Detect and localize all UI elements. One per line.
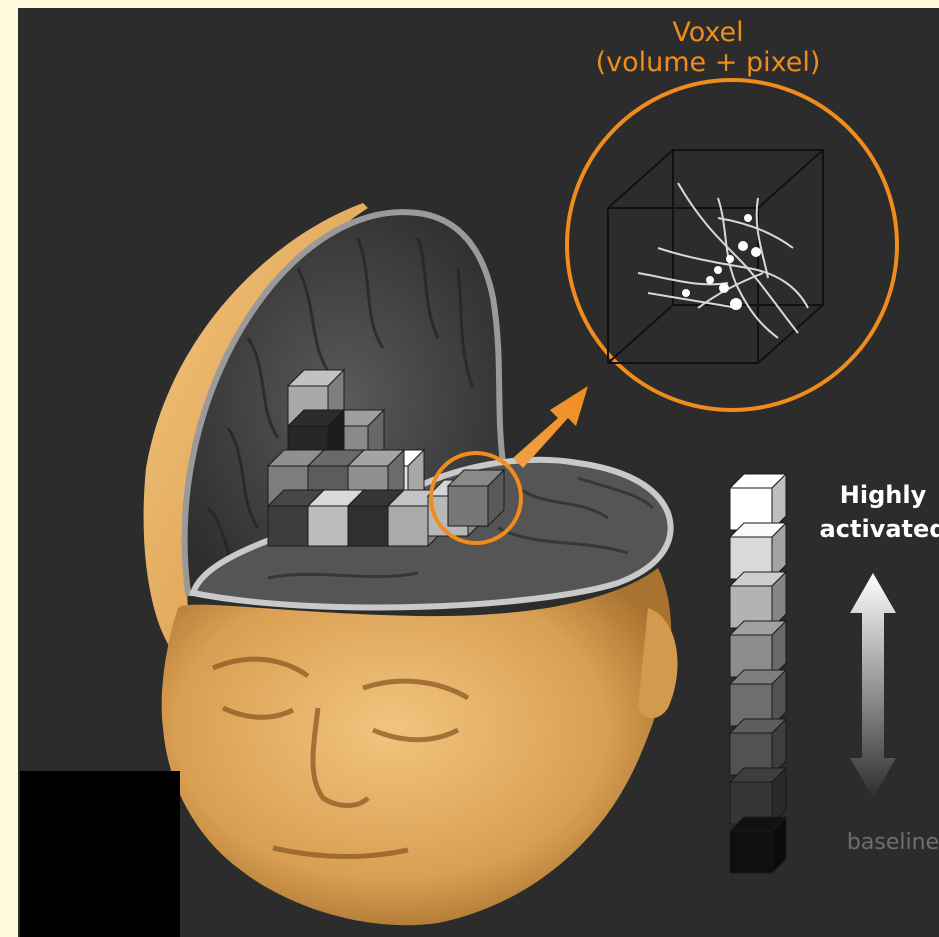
scale-cube (730, 719, 786, 775)
voxel-wireframe-cube (608, 150, 823, 363)
scale-cube (730, 572, 786, 628)
arrow-up-right-icon (513, 386, 588, 468)
activation-scale (730, 474, 786, 873)
highly-activated-line2: activated (813, 512, 939, 546)
black-overlay-box (20, 771, 180, 937)
voxel-zoom-circle (567, 80, 897, 410)
scale-cube (730, 621, 786, 677)
highly-activated-line1: Highly (813, 478, 939, 512)
scale-cube (730, 474, 786, 530)
highly-activated-label: Highly activated (813, 478, 939, 546)
scale-cube (730, 768, 786, 824)
voxel-title: Voxel (volume + pixel) (578, 18, 838, 78)
voxel-title-line2: (volume + pixel) (578, 48, 838, 78)
neuron-somas (682, 214, 761, 310)
double-arrow-gradient-icon (850, 573, 896, 798)
voxel-title-line1: Voxel (578, 18, 838, 48)
figure-frame: Voxel (volume + pixel) Highly activated … (18, 8, 939, 937)
scale-cube (730, 523, 786, 579)
face (162, 568, 672, 925)
voxel-cube (448, 470, 504, 526)
scale-cube (730, 670, 786, 726)
baseline-label: baseline (823, 830, 939, 855)
scale-cube (730, 817, 786, 873)
